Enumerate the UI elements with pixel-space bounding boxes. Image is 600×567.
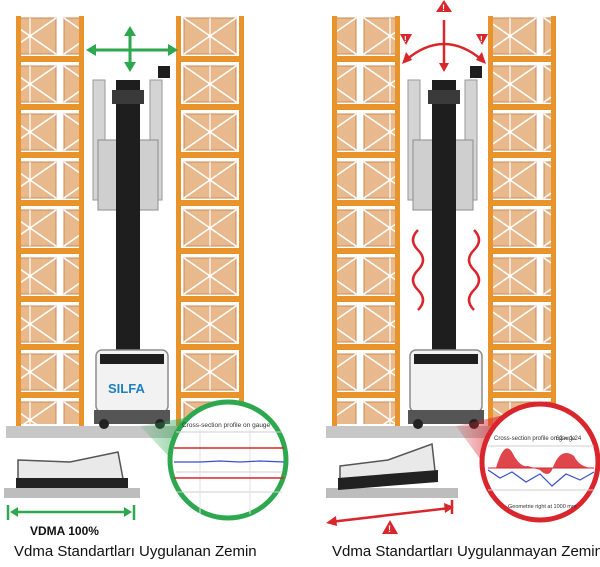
warning-icon: ! [382, 520, 398, 534]
right-panel: ! ! ! Cross-section profile on gauge 62 … [326, 0, 600, 534]
vdma-dimension-arrow [6, 505, 136, 520]
svg-text:!: ! [480, 35, 483, 44]
left-clearance-arrows [86, 26, 178, 72]
left-gauge-circle: Cross-section profile on gauge [167, 399, 289, 521]
right-gauge-title: Cross-section profile on gauge [494, 436, 576, 442]
left-panel: SILFA Cross-section profile on gauge [4, 16, 289, 538]
warning-symbol: ! [442, 3, 445, 13]
right-gauge-value: 62 = 1.24 [556, 436, 582, 442]
right-sway-arrows [405, 20, 483, 66]
left-rack-right [176, 16, 244, 426]
uneven-dimension-arrow [326, 500, 454, 526]
right-floor-profile [326, 442, 458, 498]
left-gauge-title: Cross-section profile on gauge [182, 422, 271, 429]
vibration-waves [411, 229, 481, 311]
warning-icon: ! [436, 0, 452, 13]
right-forklift [407, 66, 484, 429]
left-caption: Vdma Standartları Uygulanan Zemin [14, 543, 257, 560]
left-rack-left [16, 16, 84, 426]
right-caption: Vdma Standartları Uygulanmayan Zemin [332, 543, 600, 560]
left-floor-profile [4, 451, 140, 498]
right-gauge-circle: Cross-section profile on gauge 62 = 1.24… [479, 401, 600, 523]
silfa-logo: SILFA [108, 381, 145, 396]
right-gauge-footer: Geometrie right at 1000 mm [508, 504, 577, 510]
vdma-label: VDMA 100% [30, 524, 99, 538]
svg-text:!: ! [388, 524, 391, 534]
right-rack-right [488, 16, 556, 426]
right-rack-left [332, 16, 400, 426]
svg-text:!: ! [404, 35, 407, 44]
left-forklift: SILFA [92, 66, 170, 429]
warning-icon: ! [476, 34, 488, 45]
warning-icon: ! [400, 34, 412, 45]
